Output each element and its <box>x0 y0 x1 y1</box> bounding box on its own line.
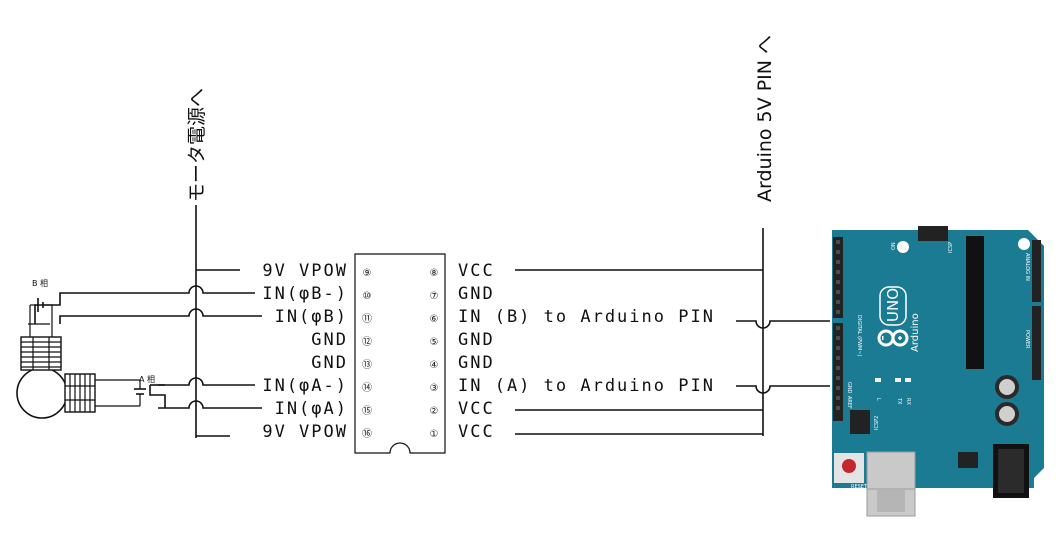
analog-header <box>1032 240 1041 302</box>
power-label: POWER <box>1024 330 1030 349</box>
pin-2-number: ② <box>430 406 439 417</box>
driver-ic <box>354 253 446 454</box>
pin-7-label: GND <box>458 284 495 304</box>
pin-10-label: IN(φB-) <box>262 284 348 304</box>
arduino-logo: UNO Arduino <box>877 286 921 352</box>
pin-11-number: ⑪ <box>362 313 372 325</box>
icsp-label: ICSP <box>948 242 954 253</box>
rx-label: RX <box>905 398 911 405</box>
pin-10-number: ⑩ <box>363 291 372 302</box>
uno-text: UNO <box>884 288 902 322</box>
pin-11-label: IN(φB) <box>275 307 348 327</box>
ic-right-pins: ⑧ ⑦ ⑥ ⑤ ④ ③ ② ① VCC GND IN (B) to Arduin… <box>430 261 715 442</box>
pin-5-number: ⑤ <box>430 337 439 348</box>
pin-14-number: ⑭ <box>362 382 372 394</box>
pin-5-label: GND <box>458 330 495 350</box>
motor-power-label: モータ電源へ <box>186 88 208 202</box>
pin-6-label: IN (B) to Arduino PIN <box>458 307 715 327</box>
pin-6-number: ⑥ <box>430 314 439 325</box>
atmega-chip <box>966 236 984 369</box>
right-wires <box>515 269 830 435</box>
digital-header-1 <box>833 237 843 318</box>
icsp-header <box>918 226 948 241</box>
pin-4-label: GND <box>458 353 495 373</box>
stepper-motor: B 相 A 相 <box>16 278 155 419</box>
icsp2-label: ICSP2 <box>874 416 880 430</box>
reset-label: RESET <box>851 484 868 490</box>
left-wires <box>34 269 262 437</box>
pin-1-number: ① <box>430 429 439 440</box>
rotor-circle <box>16 367 68 419</box>
phase-a-label: A 相 <box>139 374 155 384</box>
tx-label: TX <box>896 397 902 405</box>
analog-label: ANALOG IN <box>1024 253 1030 281</box>
ic-left-pins: 9V VPOW IN(φB-) IN(φB) GND GND IN(φA-) I… <box>262 261 372 442</box>
brand-text: Arduino <box>910 313 921 352</box>
phase-b-label: B 相 <box>32 278 48 288</box>
digital-label: DIGITAL (PWM~) <box>856 315 862 357</box>
board-pcb <box>832 230 1044 488</box>
digital-header-2 <box>833 323 843 421</box>
pin-7-number: ⑦ <box>430 291 439 302</box>
arduino-uno-board: RESET <box>832 226 1044 517</box>
pin-1-label: VCC <box>458 422 495 442</box>
pin-16-number: ⑯ <box>362 428 372 440</box>
pin-9-number: ⑨ <box>363 268 372 279</box>
pin-8-number: ⑧ <box>430 268 439 279</box>
aref-label: AREF <box>846 396 852 409</box>
icsp2-header <box>850 410 870 434</box>
power-header <box>1032 306 1041 380</box>
pin-12-number: ⑫ <box>362 336 372 348</box>
pin-14-label: IN(φA-) <box>262 376 348 396</box>
pin-4-number: ④ <box>430 360 439 371</box>
pin-15-number: ⑮ <box>362 405 372 417</box>
pin-12-label: GND <box>311 330 348 350</box>
pin-8-label: VCC <box>458 261 495 281</box>
pin-9-label: 9V VPOW <box>262 261 348 281</box>
gnd-label: GND <box>846 382 852 394</box>
arduino-5v-label: Arduino 5V PIN へ <box>754 35 776 202</box>
pin-3-number: ③ <box>430 383 439 394</box>
l-label: L <box>875 398 881 401</box>
pin-15-label: IN(φA) <box>275 399 348 419</box>
pin-13-label: GND <box>311 353 348 373</box>
pin-16-label: 9V VPOW <box>262 422 348 442</box>
pin-2-label: VCC <box>458 399 495 419</box>
pin-3-label: IN (A) to Arduino PIN <box>458 376 715 396</box>
on-label: ON <box>891 242 897 250</box>
pin-13-number: ⑬ <box>362 359 372 371</box>
